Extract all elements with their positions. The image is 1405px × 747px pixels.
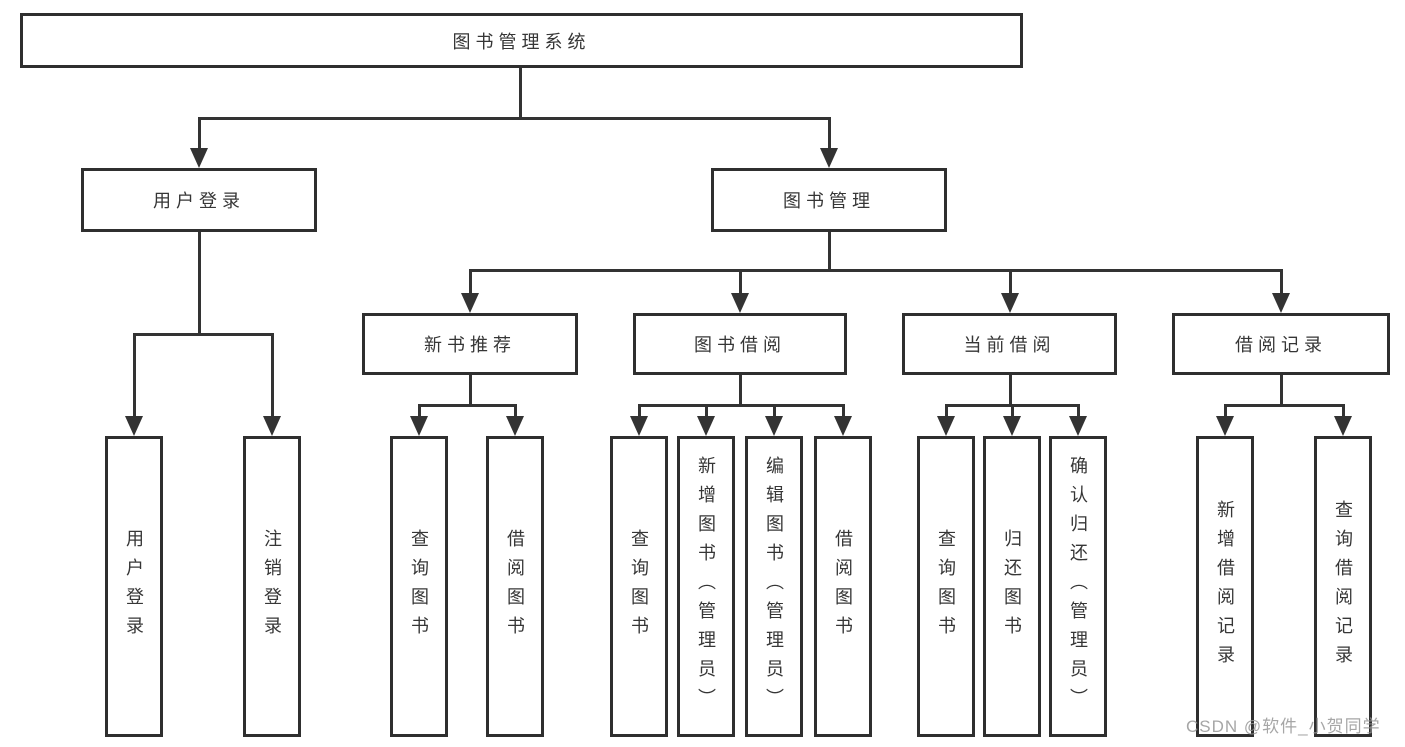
leaf-bb-borrow-books: 借阅图书 bbox=[814, 436, 872, 737]
connector-line bbox=[513, 405, 517, 418]
leaf-cb-query-books-label: 查询图书 bbox=[936, 528, 956, 645]
arrowhead-down-icon bbox=[506, 416, 524, 436]
arrowhead-down-icon bbox=[1069, 416, 1087, 436]
leaf-bb-add-books-admin: 新增图书（管理员） bbox=[677, 436, 735, 737]
leaf-br-add-record: 新增借阅记录 bbox=[1196, 436, 1254, 737]
node-user-login-label: 用户登录 bbox=[153, 191, 245, 211]
node-book-borrowing-label: 图书借阅 bbox=[694, 335, 786, 355]
connector-line bbox=[417, 404, 517, 407]
arrowhead-down-icon bbox=[410, 416, 428, 436]
connector-line bbox=[197, 117, 201, 150]
arrowhead-down-icon bbox=[190, 148, 208, 168]
node-current-borrowing-label: 当前借阅 bbox=[963, 335, 1056, 355]
leaf-bb-borrow-books-label: 借阅图书 bbox=[833, 528, 853, 645]
node-new-book-recommend-label: 新书推荐 bbox=[424, 335, 516, 355]
node-user-login: 用户登录 bbox=[81, 168, 317, 232]
connector-line bbox=[468, 270, 472, 295]
leaf-nb-query-books-label: 查询图书 bbox=[409, 528, 429, 645]
arrowhead-down-icon bbox=[731, 293, 749, 313]
leaf-br-query-record-label: 查询借阅记录 bbox=[1333, 499, 1353, 674]
leaf-logout-label: 注销登录 bbox=[262, 528, 282, 645]
arrowhead-down-icon bbox=[1334, 416, 1352, 436]
connector-line bbox=[1008, 270, 1012, 295]
connector-line bbox=[738, 375, 742, 406]
node-book-borrowing: 图书借阅 bbox=[633, 313, 847, 375]
node-new-book-recommend: 新书推荐 bbox=[362, 313, 578, 375]
leaf-logout: 注销登录 bbox=[243, 436, 301, 737]
arrowhead-down-icon bbox=[765, 416, 783, 436]
node-book-management-label: 图书管理 bbox=[783, 191, 875, 211]
csdn-watermark: CSDN @软件_小贺同学 bbox=[1186, 717, 1381, 736]
connector-line bbox=[1076, 405, 1080, 418]
connector-line bbox=[132, 334, 136, 418]
node-borrowing-records-label: 借阅记录 bbox=[1235, 335, 1327, 355]
connector-line bbox=[1279, 270, 1283, 295]
connector-line bbox=[637, 405, 641, 418]
node-book-management: 图书管理 bbox=[711, 168, 947, 232]
connector-line bbox=[197, 117, 831, 120]
leaf-cb-confirm-return-admin-label: 确认归还（管理员） bbox=[1068, 456, 1088, 717]
connector-line bbox=[1279, 375, 1283, 406]
connector-line bbox=[197, 232, 201, 335]
arrowhead-down-icon bbox=[1216, 416, 1234, 436]
leaf-bb-edit-books-admin: 编辑图书（管理员） bbox=[745, 436, 803, 737]
connector-line bbox=[468, 375, 472, 406]
leaf-nb-query-books: 查询图书 bbox=[390, 436, 448, 737]
connector-line bbox=[1010, 405, 1014, 418]
connector-line bbox=[704, 405, 708, 418]
node-root: 图书管理系统 bbox=[20, 13, 1023, 68]
node-current-borrowing: 当前借阅 bbox=[902, 313, 1117, 375]
leaf-bb-edit-books-admin-label: 编辑图书（管理员） bbox=[764, 456, 784, 717]
connector-line bbox=[772, 405, 776, 418]
connector-line bbox=[417, 405, 421, 418]
leaf-br-query-record: 查询借阅记录 bbox=[1314, 436, 1372, 737]
arrowhead-down-icon bbox=[1272, 293, 1290, 313]
node-root-label: 图书管理系统 bbox=[452, 31, 591, 52]
connector-line bbox=[637, 404, 845, 407]
arrowhead-down-icon bbox=[461, 293, 479, 313]
leaf-br-add-record-label: 新增借阅记录 bbox=[1215, 499, 1235, 674]
leaf-cb-query-books: 查询图书 bbox=[917, 436, 975, 737]
node-borrowing-records: 借阅记录 bbox=[1172, 313, 1390, 375]
connector-line bbox=[1223, 405, 1227, 418]
arrowhead-down-icon bbox=[697, 416, 715, 436]
connector-line bbox=[519, 68, 522, 118]
arrowhead-down-icon bbox=[125, 416, 143, 436]
leaf-cb-return-books: 归还图书 bbox=[983, 436, 1041, 737]
arrowhead-down-icon bbox=[834, 416, 852, 436]
arrowhead-down-icon bbox=[1001, 293, 1019, 313]
connector-line bbox=[738, 270, 742, 295]
leaf-nb-borrow-books-label: 借阅图书 bbox=[505, 528, 525, 645]
leaf-cb-confirm-return-admin: 确认归还（管理员） bbox=[1049, 436, 1107, 737]
arrowhead-down-icon bbox=[263, 416, 281, 436]
connector-line bbox=[270, 334, 274, 418]
connector-line bbox=[944, 405, 948, 418]
leaf-nb-borrow-books: 借阅图书 bbox=[486, 436, 544, 737]
arrowhead-down-icon bbox=[630, 416, 648, 436]
connector-line bbox=[841, 405, 845, 418]
connector-line bbox=[1008, 375, 1012, 406]
leaf-user-login: 用户登录 bbox=[105, 436, 163, 737]
arrowhead-down-icon bbox=[1003, 416, 1021, 436]
leaf-bb-query-books: 查询图书 bbox=[610, 436, 668, 737]
arrowhead-down-icon bbox=[820, 148, 838, 168]
leaf-bb-query-books-label: 查询图书 bbox=[629, 528, 649, 645]
connector-line bbox=[468, 269, 1283, 272]
leaf-cb-return-books-label: 归还图书 bbox=[1002, 528, 1022, 645]
connector-line bbox=[1341, 405, 1345, 418]
connector-line bbox=[827, 232, 831, 271]
connector-line bbox=[827, 117, 831, 150]
leaf-user-login-label: 用户登录 bbox=[124, 528, 144, 645]
leaf-bb-add-books-admin-label: 新增图书（管理员） bbox=[696, 456, 716, 717]
arrowhead-down-icon bbox=[937, 416, 955, 436]
connector-line bbox=[1223, 404, 1345, 407]
connector-line bbox=[132, 333, 274, 336]
